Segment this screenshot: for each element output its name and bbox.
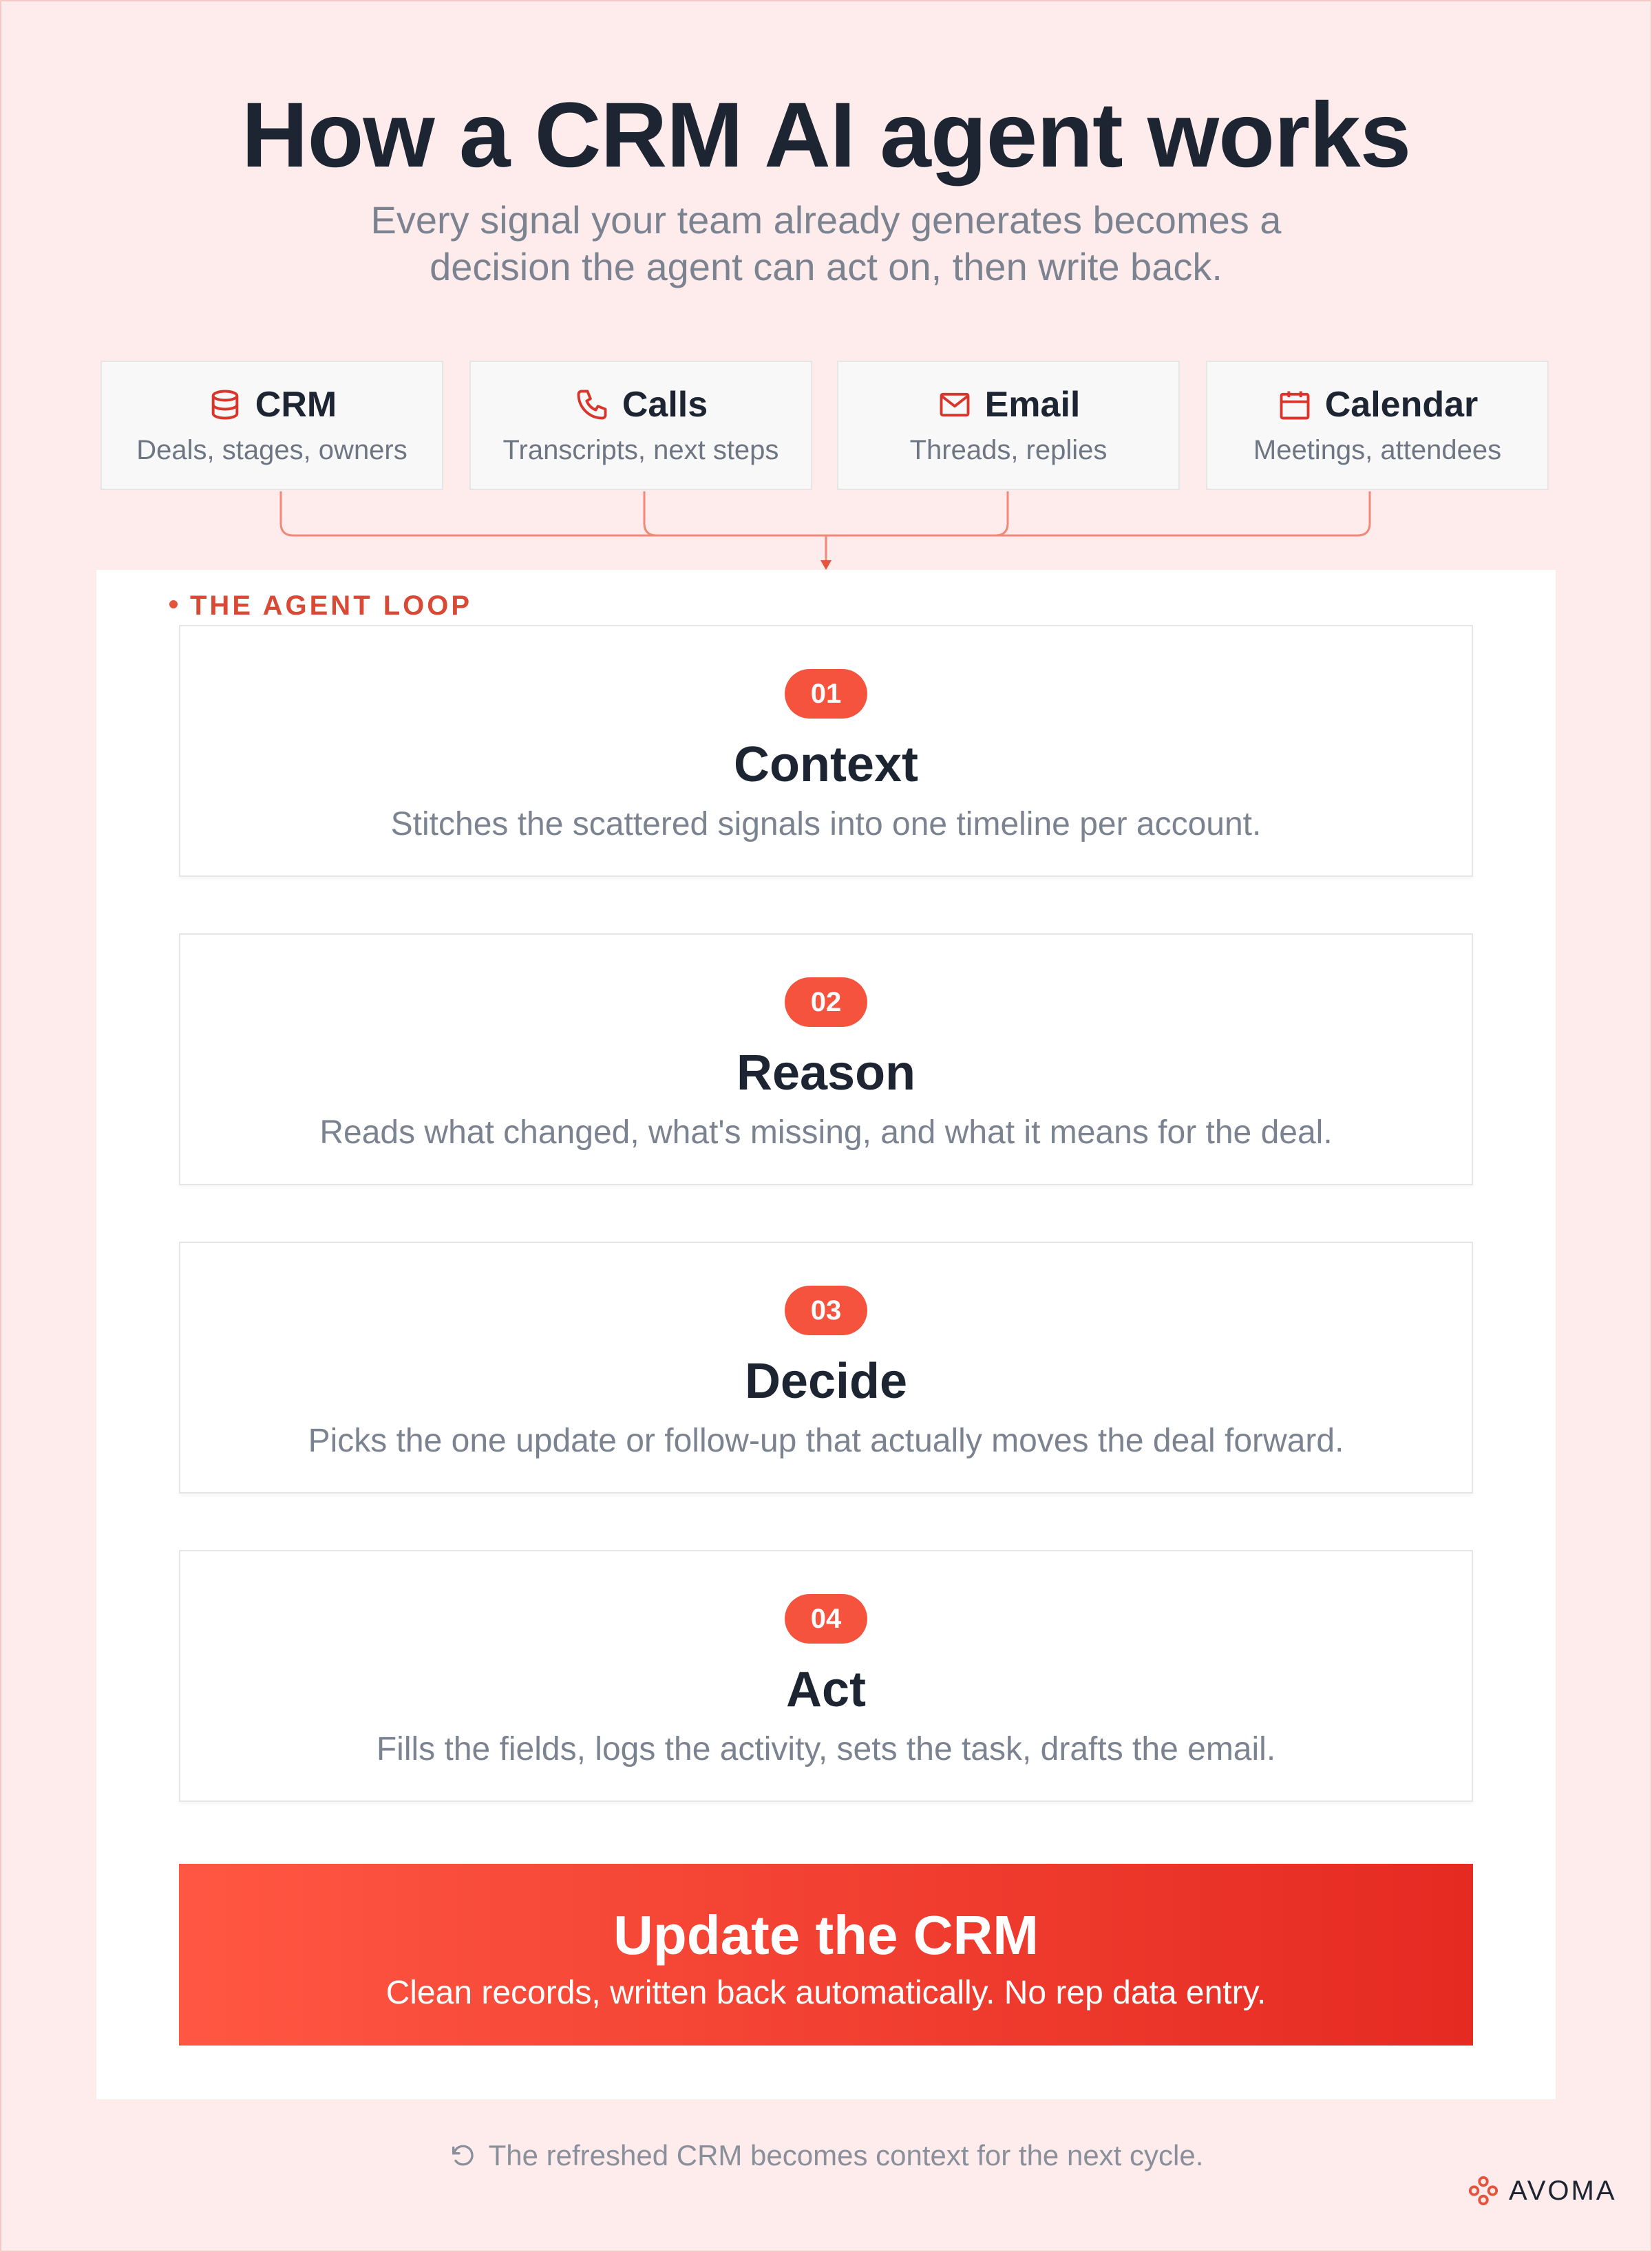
- step-desc: Stitches the scattered signals into one …: [390, 806, 1262, 842]
- source-card-email: Email Threads, replies: [837, 361, 1180, 490]
- step-card-act: 04 Act Fills the fields, logs the activi…: [179, 1550, 1473, 1802]
- phone-icon: [577, 390, 607, 420]
- step-card-reason: 02 Reason Reads what changed, what's mis…: [179, 933, 1473, 1185]
- subtitle-line-1: Every signal your team already generates…: [370, 198, 1282, 242]
- page-title: How a CRM AI agent works: [241, 84, 1411, 187]
- step-number-badge: 02: [785, 977, 867, 1027]
- agent-loop-label-text: THE AGENT LOOP: [190, 591, 473, 621]
- avoma-logo-icon: [1468, 2176, 1499, 2206]
- source-desc: Transcripts, next steps: [502, 435, 779, 465]
- brand-logo: AVOMA: [1468, 2175, 1617, 2207]
- page-subtitle: Every signal your team already generates…: [275, 197, 1377, 290]
- source-name: Calendar: [1324, 385, 1479, 425]
- agent-loop-label: THE AGENT LOOP: [169, 591, 472, 622]
- footer-note: The refreshed CRM becomes context for th…: [0, 2139, 1652, 2172]
- step-number-badge: 04: [785, 1594, 867, 1644]
- source-name: CRM: [255, 385, 337, 425]
- step-number-badge: 03: [785, 1286, 867, 1335]
- source-desc: Deals, stages, owners: [136, 435, 407, 465]
- outcome-desc: Clean records, written back automaticall…: [385, 1975, 1267, 2011]
- calendar-icon: [1280, 391, 1310, 420]
- brand-name: AVOMA: [1509, 2175, 1617, 2206]
- subtitle-line-2: decision the agent can act on, then writ…: [430, 245, 1222, 288]
- step-desc: Reads what changed, what's missing, and …: [319, 1114, 1333, 1151]
- source-name: Calls: [622, 385, 708, 425]
- source-name: Email: [984, 385, 1081, 425]
- source-card-calls: Calls Transcripts, next steps: [469, 361, 812, 490]
- source-desc: Threads, replies: [909, 435, 1108, 465]
- step-card-decide: 03 Decide Picks the one update or follow…: [179, 1242, 1473, 1494]
- step-title: Reason: [736, 1045, 916, 1101]
- step-desc: Fills the fields, logs the activity, set…: [376, 1731, 1276, 1767]
- step-desc: Picks the one update or follow-up that a…: [308, 1423, 1344, 1459]
- update-crm-banner: Update the CRM Clean records, written ba…: [179, 1864, 1473, 2046]
- step-card-context: 01 Context Stitches the scattered signal…: [179, 625, 1473, 877]
- mail-icon: [940, 392, 970, 417]
- step-title: Act: [785, 1662, 866, 1717]
- step-title: Decide: [744, 1354, 908, 1409]
- source-desc: Meetings, attendees: [1253, 435, 1502, 465]
- outcome-title: Update the CRM: [613, 1904, 1039, 1966]
- step-number-badge: 01: [785, 669, 867, 719]
- source-card-calendar: Calendar Meetings, attendees: [1206, 361, 1549, 490]
- refresh-icon: [452, 2145, 474, 2166]
- database-icon: [211, 390, 239, 420]
- source-card-crm: CRM Deals, stages, owners: [100, 361, 443, 490]
- footer-text: The refreshed CRM becomes context for th…: [488, 2139, 1204, 2171]
- bullet-dot: [169, 600, 178, 609]
- step-title: Context: [734, 737, 918, 792]
